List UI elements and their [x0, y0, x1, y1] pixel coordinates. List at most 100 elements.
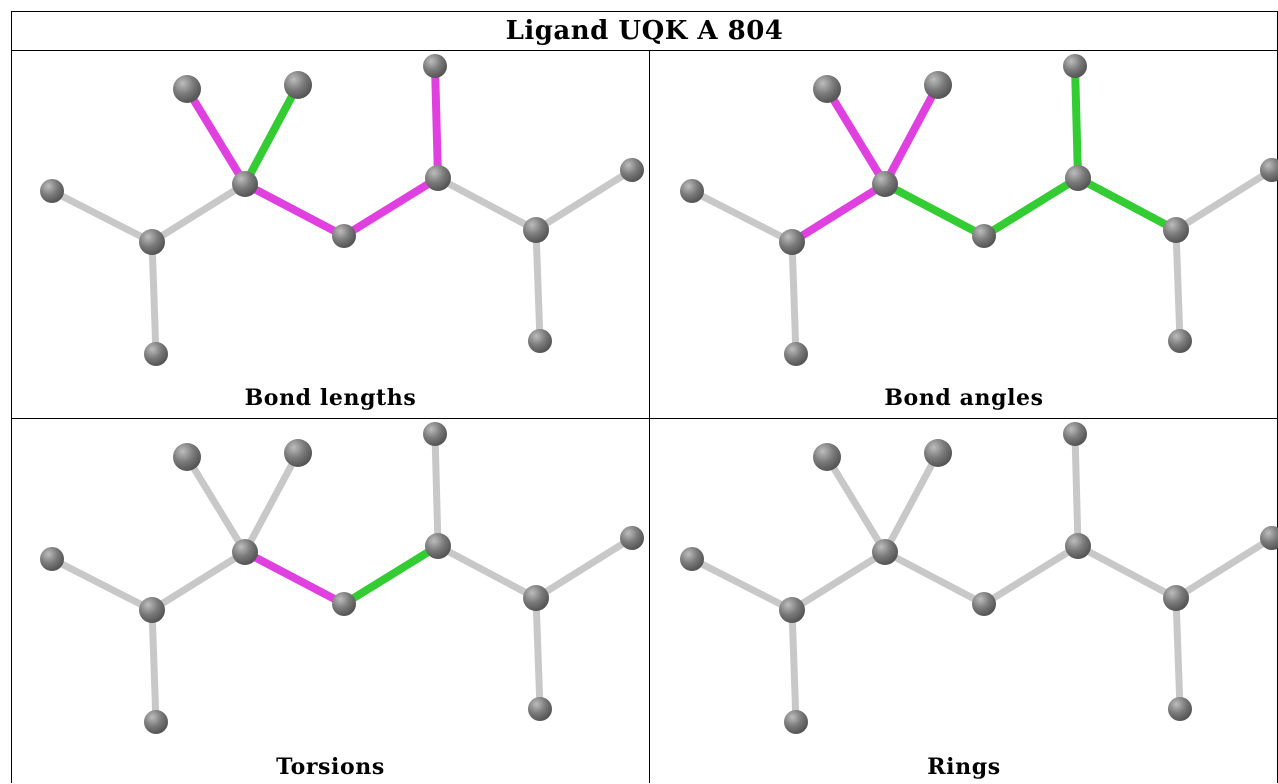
- atom-a2: [139, 597, 165, 623]
- atom-a1: [680, 547, 704, 571]
- bond-a5-a6: [881, 81, 942, 188]
- bond-a9-a10: [434, 542, 540, 602]
- caption-bond-angles: Bond angles: [884, 385, 1044, 411]
- bond-a9-a8: [431, 62, 442, 182]
- bond-a5-a7: [241, 180, 348, 240]
- atom-a5: [232, 539, 258, 565]
- bond-a5-a4: [183, 453, 249, 556]
- bond-a5-a6: [241, 449, 302, 556]
- atom-a4: [173, 75, 201, 103]
- atom-a7: [972, 592, 996, 616]
- atom-a4: [813, 443, 841, 471]
- bond-a2-a5: [148, 548, 249, 614]
- atom-a12: [528, 697, 552, 721]
- bond-a1-a2: [48, 555, 156, 614]
- bond-a2-a3: [788, 606, 800, 726]
- atom-a7: [972, 224, 996, 248]
- bond-a9-a10: [1074, 542, 1180, 602]
- atom-a9: [425, 533, 451, 559]
- ligand-table: Ligand UQK A 804 Bond lengths Bond angle…: [11, 11, 1278, 783]
- atom-a10: [1163, 585, 1189, 611]
- atom-a11: [620, 526, 644, 550]
- caption-rings: Rings: [927, 754, 1001, 780]
- atom-a8: [423, 54, 447, 78]
- atom-a11: [1260, 158, 1278, 182]
- atom-a11: [1260, 526, 1278, 550]
- molecule-rings: [680, 422, 1278, 734]
- atom-a7: [332, 224, 356, 248]
- bond-a9-a8: [1071, 62, 1082, 182]
- atom-a9: [1065, 533, 1091, 559]
- atom-a6: [284, 71, 312, 99]
- bond-a2-a3: [788, 238, 800, 358]
- atom-a8: [1063, 422, 1087, 446]
- atom-a12: [528, 329, 552, 353]
- atom-a4: [813, 75, 841, 103]
- panel-rings: Rings: [650, 419, 1278, 784]
- atom-a6: [284, 439, 312, 467]
- bond-a7-a9: [980, 174, 1082, 240]
- bond-a5-a6: [881, 449, 942, 556]
- bond-a10-a11: [1172, 166, 1276, 234]
- atom-a2: [779, 597, 805, 623]
- row-divider: [12, 418, 1277, 419]
- bond-a10-a11: [532, 534, 636, 602]
- bond-a2-a3: [148, 606, 160, 726]
- bond-a10-a12: [1172, 594, 1184, 713]
- bond-a10-a12: [532, 226, 544, 345]
- bond-a10-a11: [532, 166, 636, 234]
- panel-torsions: Torsions: [12, 419, 649, 784]
- atom-a3: [784, 710, 808, 734]
- atom-a3: [144, 342, 168, 366]
- atom-a5: [872, 539, 898, 565]
- bond-a5-a7: [881, 548, 988, 608]
- atom-a6: [924, 71, 952, 99]
- bond-a1-a2: [48, 187, 156, 246]
- caption-bond-lengths: Bond lengths: [244, 385, 417, 411]
- bond-a2-a5: [788, 548, 889, 614]
- panel-bond-angles: Bond angles: [650, 51, 1278, 418]
- bond-a5-a6: [241, 81, 302, 188]
- panel-bond-lengths: Bond lengths: [12, 51, 649, 418]
- caption-torsions: Torsions: [276, 754, 385, 780]
- bond-a9-a10: [1074, 174, 1180, 234]
- atom-a9: [1065, 165, 1091, 191]
- molecule-bond-lengths: [40, 54, 644, 366]
- atom-a6: [924, 439, 952, 467]
- bond-a7-a9: [340, 174, 442, 240]
- atom-a8: [423, 422, 447, 446]
- bond-a9-a8: [431, 430, 442, 550]
- atom-a9: [425, 165, 451, 191]
- bond-a9-a8: [1071, 430, 1082, 550]
- bond-a10-a11: [1172, 534, 1276, 602]
- molecule-torsions: [40, 422, 644, 734]
- bond-a2-a5: [788, 180, 889, 246]
- bond-a5-a7: [241, 548, 348, 608]
- atom-a12: [1168, 697, 1192, 721]
- bond-a1-a2: [688, 555, 796, 614]
- bond-a9-a10: [434, 174, 540, 234]
- atom-a7: [332, 592, 356, 616]
- title-divider: [12, 50, 1277, 51]
- atom-a3: [144, 710, 168, 734]
- bond-a5-a7: [881, 180, 988, 240]
- bond-a2-a3: [148, 238, 160, 358]
- bond-a7-a9: [340, 542, 442, 608]
- atom-a4: [173, 443, 201, 471]
- atom-a1: [680, 179, 704, 203]
- atom-a3: [784, 342, 808, 366]
- atom-a5: [232, 171, 258, 197]
- bond-a7-a9: [980, 542, 1082, 608]
- bond-a10-a12: [1172, 226, 1184, 345]
- bond-a2-a5: [148, 180, 249, 246]
- atom-a2: [139, 229, 165, 255]
- atom-a12: [1168, 329, 1192, 353]
- molecule-bond-angles: [680, 54, 1278, 366]
- bond-a5-a4: [823, 453, 889, 556]
- bond-a1-a2: [688, 187, 796, 246]
- ligand-title: Ligand UQK A 804: [505, 16, 784, 46]
- atom-a10: [1163, 217, 1189, 243]
- atom-a10: [523, 217, 549, 243]
- column-divider: [649, 50, 650, 783]
- atom-a2: [779, 229, 805, 255]
